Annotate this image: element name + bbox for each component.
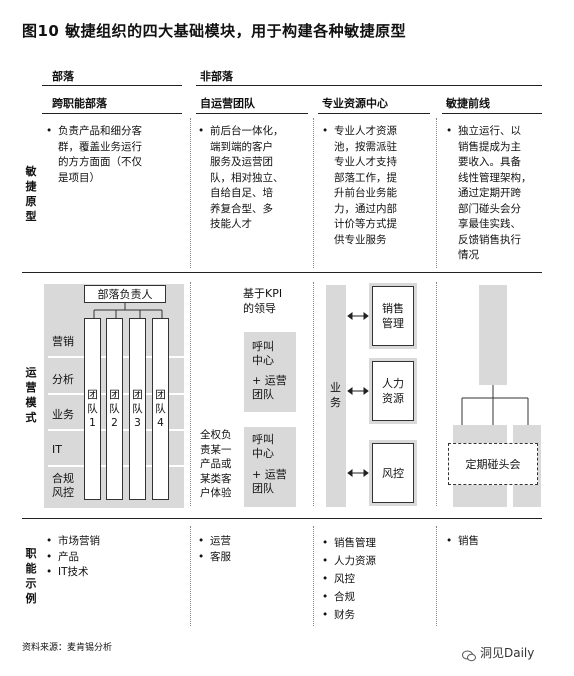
row-label-function-examples: 职 能 示 例 (25, 547, 37, 605)
prototype-desc-frontline: 独立运行、以销售提成为主要收入。具备线性管理架构，通过定期开跨部门碰头会分享最佳… (446, 124, 546, 264)
team-3-box: 团 队 3 (129, 318, 146, 500)
team-block-1 (244, 332, 296, 412)
separator (190, 526, 191, 626)
list-item: 人力资源 (322, 552, 434, 570)
list-item: 风控 (322, 570, 434, 588)
col-header-self-managing-team: 自运营团队 (200, 97, 255, 110)
row-label-agile-prototype: 敏 捷 原 型 (25, 165, 37, 223)
kpi-leadership-label: 基于KPI 的领导 (243, 287, 283, 315)
tribe-lead-box: 部落负责人 (84, 285, 166, 303)
plus-ops-label-2: + 运营 团队 (252, 468, 287, 495)
center-sales-management: 销售 管理 (372, 286, 414, 346)
row-rule-2 (22, 518, 542, 519)
figure-title: 图10 敏捷组织的四大基础模块，用于构建各种敏捷原型 (22, 22, 407, 40)
group-tribe: 部落 (52, 70, 74, 83)
examples-frontline: 销售 (446, 534, 546, 550)
function-label-it: IT (52, 443, 62, 456)
center-human-resources: 人力 资源 (372, 361, 414, 421)
col-rule-4 (442, 113, 542, 114)
separator (436, 526, 437, 626)
list-item: 合规 (322, 588, 434, 606)
plus-ops-label-1: + 运营 团队 (252, 374, 287, 401)
regular-meeting-box: 定期碰头会 (448, 443, 538, 485)
center-arrows (347, 312, 369, 477)
frontline-manager-block (479, 285, 507, 385)
separator (313, 526, 314, 626)
col-header-cross-functional-tribe: 跨职能部落 (52, 97, 107, 110)
watermark: 洞见Daily (462, 644, 534, 661)
col-header-agile-frontline: 敏捷前线 (446, 97, 490, 110)
function-label-business: 业务 (52, 408, 74, 421)
row-label-operating-model: 运 营 模 式 (25, 366, 37, 424)
watermark-text: 洞见Daily (480, 646, 535, 660)
call-center-label-2: 呼叫 中心 (252, 433, 274, 460)
function-label-analytics: 分析 (52, 373, 74, 386)
business-bar-label: 业 务 (330, 381, 341, 409)
team-1-box: 团 队 1 (84, 318, 101, 500)
examples-team: 运营 客服 (198, 534, 310, 565)
examples-resource-center: 销售管理 人力资源 风控 合规 财务 (322, 534, 434, 624)
tribe-connectors (93, 303, 163, 318)
list-item: 销售 (446, 534, 546, 550)
list-item: 客服 (198, 550, 310, 566)
prototype-desc-resource-center: 专业人才资源池，按需派驻专业人才支持部落工作，提升前台业务能力，通过内部计价等方… (322, 124, 434, 248)
list-item: 市场营销 (46, 534, 186, 550)
separator (436, 282, 437, 506)
function-label-marketing: 营销 (52, 335, 74, 348)
center-risk-control: 风控 (372, 443, 414, 503)
prototype-desc-team: 前后台一体化，端到端的客户服务及运营团队，相对独立、自给自足、培养复合型、多技能… (198, 124, 310, 233)
col-rule-3 (318, 113, 430, 114)
source-note: 资料来源：麦肯锡分析 (22, 643, 113, 653)
list-item: IT技术 (46, 565, 186, 581)
wechat-icon (462, 647, 476, 661)
team-2-box: 团 队 2 (106, 318, 123, 500)
separator (190, 282, 191, 506)
col-rule-2 (196, 113, 308, 114)
non-tribe-rule (196, 85, 542, 86)
group-non-tribe: 非部落 (200, 70, 233, 83)
row-rule-1 (22, 272, 542, 273)
list-item: 运营 (198, 534, 310, 550)
team-block-2 (244, 427, 296, 507)
list-item: 产品 (46, 550, 186, 566)
examples-tribe: 市场营销 产品 IT技术 (46, 534, 186, 581)
function-label-compliance: 合规 风控 (52, 472, 74, 499)
separator (190, 118, 191, 268)
call-center-label-1: 呼叫 中心 (252, 340, 274, 367)
separator (436, 118, 437, 268)
frontline-tree (461, 385, 529, 426)
separator (313, 118, 314, 268)
tribe-rule (42, 85, 182, 86)
list-item: 销售管理 (322, 534, 434, 552)
list-item: 财务 (322, 606, 434, 624)
separator (313, 282, 314, 506)
col-rule-1 (42, 113, 182, 114)
col-header-resource-center: 专业资源中心 (322, 97, 388, 110)
team-4-box: 团 队 4 (152, 318, 169, 500)
business-bar (326, 285, 346, 507)
full-authority-label: 全权负 责某一 产品或 某类客 户体验 (200, 429, 232, 499)
